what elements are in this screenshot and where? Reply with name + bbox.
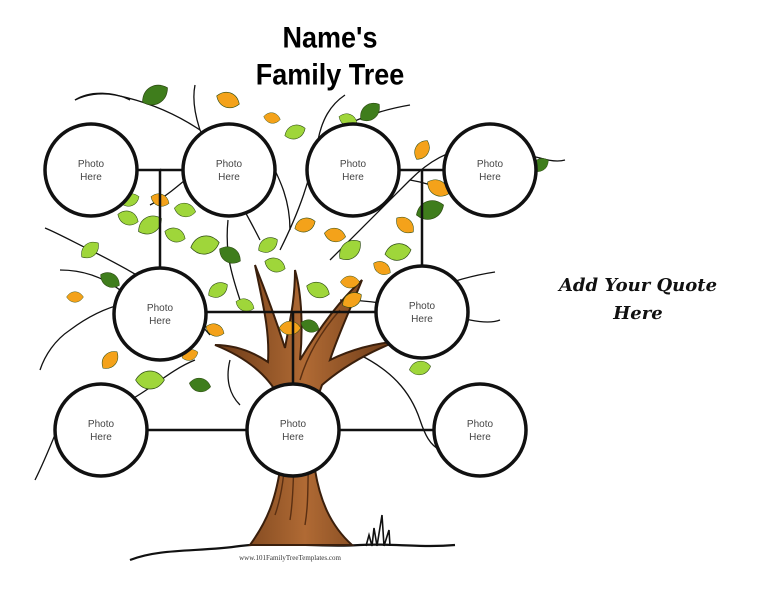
leaf [360,103,380,121]
grass-tuft [365,514,391,547]
leaf [138,215,162,235]
leaf [263,112,281,124]
leaf [409,360,431,376]
leaf [339,240,361,260]
leaf [189,377,211,393]
leaf [164,227,186,243]
leaf [216,91,240,109]
leaf [235,298,255,312]
page-title-line-2: Family Tree [255,58,405,92]
leaf [190,235,220,255]
leaf [258,237,278,253]
leaf [294,217,316,233]
quote-placeholder[interactable]: Add Your Quote Here [548,272,728,328]
photo-frame-grandparent-2[interactable] [181,122,277,218]
leaf [414,140,430,160]
leaf [117,210,139,226]
leaf [396,216,414,234]
leaf [100,272,120,288]
photo-frame-sibling-2[interactable] [432,382,528,478]
photo-frame-parent-1[interactable] [112,266,208,362]
leaf [324,227,346,243]
leaf [384,243,412,261]
photo-frame-grandparent-1[interactable] [43,122,139,218]
connector-lines [137,168,445,432]
leaf [342,292,362,308]
photo-frame-parent-2[interactable] [374,264,470,360]
website-credit: www.101FamilyTreeTemplates.com [239,554,341,562]
leaf [416,200,444,220]
leaf [135,370,165,390]
photo-frames [43,122,538,478]
leaf [101,351,119,369]
leaf [278,320,302,336]
leaf [373,261,391,275]
quote-line-1: Add Your Quote [558,275,718,296]
leaf [208,282,228,298]
leaf [306,281,330,299]
photo-frame-grandparent-3[interactable] [305,122,401,218]
photo-frame-self[interactable] [245,382,341,478]
leaf [66,291,84,303]
leaf [264,257,286,273]
leaf [219,246,241,264]
leaf [205,323,225,337]
page-title-line-1: Name's [282,21,378,55]
leaf [300,319,320,333]
quote-line-2: Here [613,303,663,324]
leaf [427,179,449,197]
leaf [340,275,360,289]
leaf [142,84,168,106]
leaf [174,202,196,218]
photo-frame-grandparent-4[interactable] [442,122,538,218]
photo-frame-sibling-1[interactable] [53,382,149,478]
leaf [81,241,99,259]
leaf [284,124,306,140]
